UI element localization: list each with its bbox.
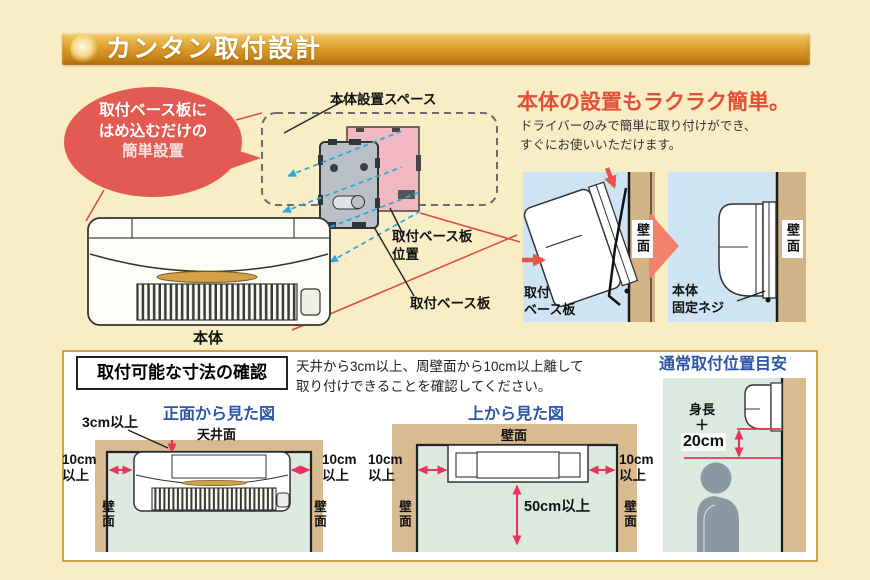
guide-plus: ＋ — [695, 417, 709, 433]
title-glow-icon — [70, 35, 98, 63]
plate-label: 取付ベース板 — [410, 296, 491, 311]
base-plate — [318, 139, 380, 229]
step2-caption: 固定ネジ — [672, 299, 725, 315]
guide-offset-label: 20cm — [681, 433, 726, 452]
front-clearance-label: 50cm以上 — [524, 499, 591, 515]
steps-body-line: すぐにお使いいただけます。 — [520, 138, 682, 153]
step1-wall-label: 壁面 — [632, 220, 653, 258]
note-line: 取り付けできることを確認してください。 — [296, 378, 552, 394]
front-view-room — [107, 452, 311, 552]
steps-heading: 本体の設置もラクラク簡単。 — [517, 91, 790, 114]
front-left-clearance: 10cm — [62, 452, 97, 467]
note-line: 天井から3cm以上、周壁面から10cm以上離して — [296, 359, 584, 374]
front-right-clearance: 10cm — [322, 452, 357, 467]
bubble-line: はめ込むだけの — [98, 122, 208, 140]
front-wall-left-label: 壁面 — [100, 500, 114, 529]
tv-left-clearance: 以上 — [368, 468, 395, 484]
top-view-title: 上から見た図 — [468, 406, 565, 423]
plate-position-label: 位置 — [392, 246, 419, 262]
bubble-text: 取付ベース板に はめ込むだけの 簡単設置 — [64, 101, 242, 163]
plate-position-label: 取付ベース板 — [392, 229, 473, 244]
tv-wall-right-label: 壁面 — [622, 500, 636, 529]
main-unit-front — [87, 217, 331, 326]
front-wall-right-label: 壁面 — [312, 500, 326, 529]
bubble-line: 取付ベース板に — [99, 102, 207, 119]
step1-caption: ベース板 — [524, 301, 576, 317]
step1-caption: 取付 — [524, 285, 551, 300]
space-label: 本体設置スペース — [330, 92, 437, 107]
tv-right-clearance: 以上 — [619, 468, 646, 484]
step2-wall-label: 壁面 — [782, 220, 803, 258]
bubble-line: 簡単設置 — [121, 143, 184, 161]
unit-label: 本体 — [193, 330, 224, 347]
tv-right-clearance: 10cm — [619, 452, 654, 467]
label-leader-lines — [283, 99, 415, 297]
front-left-clearance: 以上 — [62, 468, 89, 484]
tv-left-clearance: 10cm — [368, 452, 403, 467]
ceiling-label: 天井面 — [197, 427, 237, 442]
back-wall-label: 壁面 — [501, 428, 528, 443]
front-view-title: 正面から見た図 — [163, 406, 276, 423]
guide-height-label: 身長 — [688, 402, 715, 417]
position-guide-title: 通常取付位置目安 — [659, 356, 788, 373]
installation-space-outline — [261, 112, 498, 206]
tv-wall-left-label: 壁面 — [397, 500, 411, 529]
top-clearance-label: 3cm以上 — [82, 414, 139, 430]
page-title: カンタン取付設計 — [106, 35, 323, 63]
guide-wall — [782, 378, 806, 552]
step2-caption: 本体 — [672, 283, 699, 298]
front-right-clearance: 以上 — [322, 468, 349, 484]
check-title: 取付可能な寸法の確認 — [76, 356, 288, 390]
unit-footprint — [345, 126, 421, 212]
section-title-bar: カンタン取付設計 — [62, 33, 810, 65]
steps-body-line: ドライバーのみで簡単に取り付けができ、 — [520, 119, 757, 133]
